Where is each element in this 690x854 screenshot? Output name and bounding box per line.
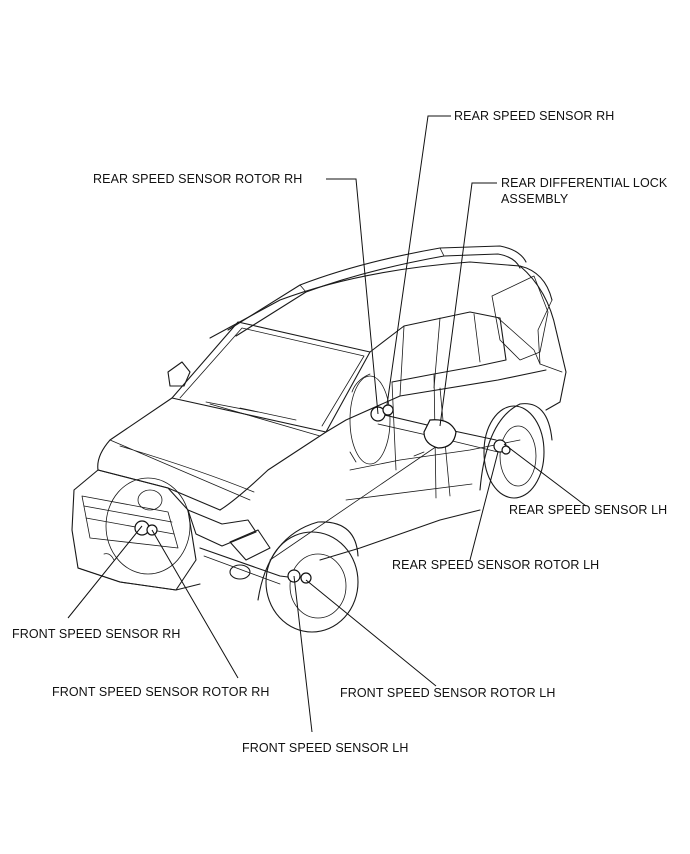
leader-rear-speed-sensor-rotor-rh (326, 178, 379, 415)
leader-front-speed-sensor-rotor-rh (151, 529, 239, 679)
label-front-speed-sensor-rh: FRONT SPEED SENSOR RH (12, 627, 181, 641)
label-front-speed-sensor-lh: FRONT SPEED SENSOR LH (242, 741, 409, 755)
leader-lines (67, 115, 587, 733)
label-rear-speed-sensor-rotor-lh: REAR SPEED SENSOR ROTOR LH (392, 558, 600, 572)
label-rear-speed-sensor-lh: REAR SPEED SENSOR LH (509, 503, 668, 517)
label-rear-speed-sensor-rotor-rh: REAR SPEED SENSOR ROTOR RH (93, 172, 303, 186)
label-front-speed-sensor-rotor-rh: FRONT SPEED SENSOR ROTOR RH (52, 685, 270, 699)
leader-rear-speed-sensor-lh (503, 443, 587, 507)
label-rear-diff-lock-line2: ASSEMBLY (501, 192, 569, 206)
leader-rear-speed-sensor-rotor-lh (469, 451, 499, 561)
leader-front-speed-sensor-lh (293, 575, 313, 733)
label-front-speed-sensor-rotor-lh: FRONT SPEED SENSOR ROTOR LH (340, 686, 556, 700)
leader-front-speed-sensor-rotor-lh (305, 579, 437, 687)
vehicle-illustration (71, 245, 567, 633)
leader-front-speed-sensor-rh (67, 525, 143, 619)
label-rear-diff-lock-line1: REAR DIFFERENTIAL LOCK (501, 176, 668, 190)
leader-rear-diff-lock (439, 182, 497, 427)
label-rear-speed-sensor-rh: REAR SPEED SENSOR RH (454, 109, 615, 123)
leader-rear-speed-sensor-rh (386, 115, 451, 406)
